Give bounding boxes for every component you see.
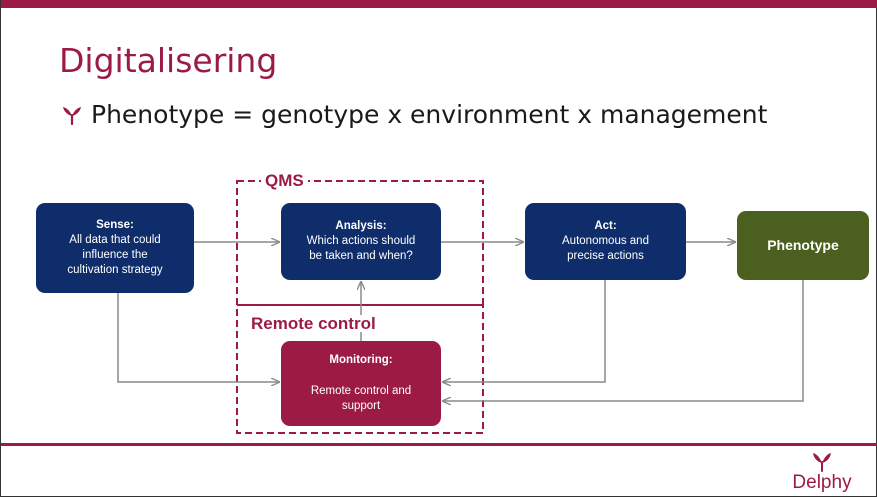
phenotype-box: Phenotype	[737, 211, 869, 280]
sense-heading: Sense:	[96, 219, 134, 232]
monitoring-box: Monitoring: Remote control and support	[281, 341, 441, 426]
remote-control-group-frame	[236, 304, 484, 434]
act-box: Act: Autonomous and precise actions	[525, 203, 686, 280]
sense-line-1: All data that could	[69, 234, 161, 247]
top-accent-bar	[1, 0, 877, 8]
sense-line-2: influence the	[82, 249, 148, 261]
footer-divider	[1, 443, 877, 446]
qms-group-label: QMS	[261, 172, 308, 189]
act-heading: Act:	[594, 220, 617, 233]
phenotype-label: Phenotype	[767, 237, 839, 254]
monitoring-line-2: support	[341, 399, 381, 412]
qms-group-frame	[236, 180, 484, 306]
arrow-sense-monitoring	[117, 293, 279, 382]
sense-line-3: cultivation strategy	[67, 263, 163, 276]
analysis-line-2: be taken and when?	[309, 249, 413, 262]
logo-text: Delphy	[792, 472, 852, 493]
act-line-1: Autonomous and	[562, 235, 649, 248]
arrow-act-monitoring	[443, 280, 606, 382]
analysis-heading: Analysis:	[335, 220, 387, 233]
remote-control-group-label: Remote control	[247, 315, 380, 332]
bullet-text: Phenotype = genotype x environment x man…	[91, 100, 768, 129]
sense-box: Sense: All data that could influence the…	[36, 203, 194, 293]
monitoring-heading: Monitoring:	[329, 354, 393, 366]
slide-title: Digitalisering	[59, 41, 278, 80]
monitoring-line-1: Remote control and	[310, 384, 412, 397]
delphy-sprout-icon	[813, 453, 831, 472]
analysis-box: Analysis: Which actions should be taken …	[281, 203, 441, 280]
bullet-item: Phenotype = genotype x environment x man…	[61, 100, 767, 129]
delphy-logo: Delphy	[791, 450, 853, 492]
analysis-line-1: Which actions should	[306, 235, 416, 248]
sprout-icon	[63, 106, 81, 125]
act-line-2: precise actions	[567, 249, 644, 262]
arrow-phenotype-monitoring	[443, 280, 804, 401]
